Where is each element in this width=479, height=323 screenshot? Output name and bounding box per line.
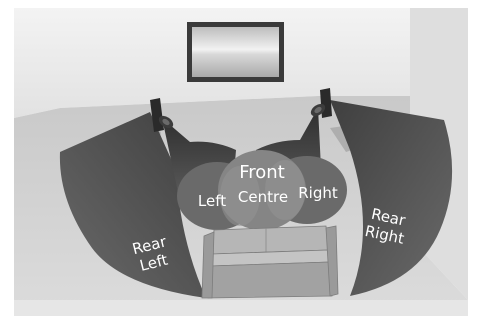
sofa-left-arm xyxy=(202,232,214,298)
sofa-front xyxy=(208,262,332,298)
front-label: Front xyxy=(239,162,285,183)
right-label: Right xyxy=(298,184,338,202)
floor-shadow xyxy=(14,300,468,316)
tv-screen xyxy=(192,27,279,77)
television xyxy=(187,22,284,82)
centre-label: Centre xyxy=(238,188,288,206)
sofa-back xyxy=(212,226,328,254)
sofa xyxy=(202,226,338,298)
left-label: Left xyxy=(198,192,226,210)
